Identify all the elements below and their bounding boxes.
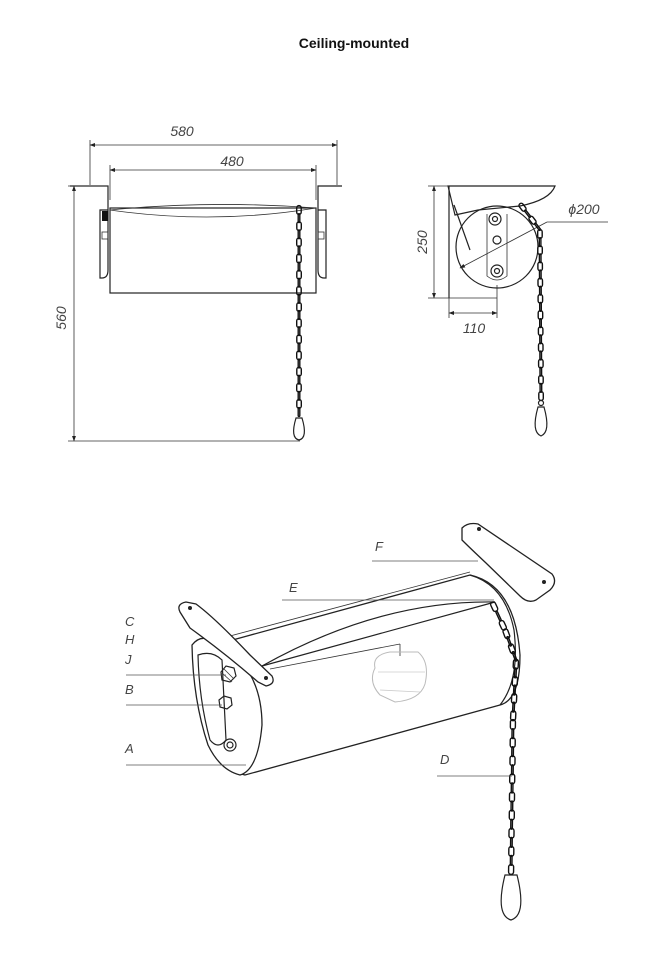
axle-hole-icon: [223, 738, 237, 752]
dimension-inner-width: 480: [220, 153, 244, 169]
chain-link: [509, 836, 513, 848]
label-f: F: [375, 539, 384, 554]
dimension-height: 560: [53, 306, 69, 330]
drum-right-end: [469, 574, 516, 706]
chain-ring-icon: [537, 399, 545, 407]
bracket-hole-icon: [542, 580, 546, 584]
chain-link: [502, 628, 511, 640]
chain-link: [296, 269, 303, 280]
label-h: H: [125, 632, 135, 647]
chain-link: [510, 692, 518, 705]
side-pull-handle-icon: [534, 406, 548, 437]
side-pull-chain: [518, 202, 545, 402]
dimension-depth: 110: [463, 320, 486, 336]
page-title: Ceiling-mounted: [299, 35, 409, 51]
chain-link: [511, 746, 515, 758]
iso-pull-handle-icon: [500, 874, 522, 921]
chain-link: [511, 728, 515, 740]
drum-slot-curve: [109, 207, 317, 218]
chain-link: [507, 863, 515, 876]
chain-link: [513, 667, 518, 679]
chain-link: [296, 301, 302, 313]
inner-roll-detail: [378, 671, 425, 693]
left-nut-icon: [101, 231, 109, 240]
dimension-outer-width: 580: [170, 123, 194, 139]
chain-link: [509, 710, 517, 722]
front-view: 580 480 560: [53, 123, 342, 442]
left-bolt-icon: [102, 211, 108, 221]
label-b: B: [125, 682, 134, 697]
bracket-hole-icon: [264, 676, 268, 680]
lower-pin-hole: [493, 267, 501, 275]
chain-link: [508, 827, 515, 839]
ceiling-bracket: [70, 185, 342, 204]
chain-link: [510, 818, 514, 830]
chain-link: [510, 800, 514, 812]
chain-link: [498, 619, 508, 631]
isometric-view: F E C H J B A D: [124, 522, 556, 921]
drum-slot-lower: [261, 601, 496, 667]
right-nut-icon: [317, 231, 325, 240]
side-bracket: [447, 185, 556, 216]
chain-link: [510, 782, 514, 794]
chain-link: [509, 718, 517, 731]
upper-pin-icon: [488, 212, 502, 226]
chain-link: [296, 334, 302, 345]
chain-link: [512, 684, 517, 696]
upper-pin-hole: [491, 215, 499, 223]
inner-roll-icon: [371, 651, 427, 703]
left-side-arm: [197, 652, 227, 746]
drum-slot-curve: [109, 204, 317, 211]
iso-pull-chain: [489, 601, 520, 876]
left-side-plate: [99, 204, 109, 279]
chain-link: [297, 374, 301, 385]
chain-link: [508, 845, 515, 857]
nut-b-icon: [218, 695, 233, 710]
chain-link: [506, 635, 513, 647]
side-view: ϕ200 250 110: [414, 185, 608, 437]
chain-link: [508, 791, 516, 803]
chain-link: [509, 854, 513, 866]
chain-link: [512, 658, 520, 670]
pull-chain: [295, 204, 303, 418]
label-d: D: [440, 752, 449, 767]
chain-link: [511, 675, 519, 688]
chain-link: [511, 701, 516, 713]
drum-slot-upper: [261, 601, 496, 667]
dimension-diameter: ϕ200: [568, 201, 599, 217]
chain-link: [508, 773, 516, 785]
chain-link: [509, 755, 516, 767]
thread-line: [221, 672, 233, 683]
lower-pin-icon: [490, 264, 504, 278]
chain-link: [507, 643, 516, 655]
drum-body: [109, 207, 317, 294]
diameter-leader: [459, 221, 548, 269]
bracket-hole-icon: [188, 606, 192, 610]
label-a: A: [124, 741, 134, 756]
side-arm-line: [453, 204, 471, 251]
right-side-plate: [317, 204, 327, 279]
chain-link: [509, 737, 516, 749]
chain-link: [297, 406, 301, 418]
mid-pin-icon: [492, 235, 502, 245]
drum-top-edge: [214, 571, 471, 641]
right-ceiling-bracket: [461, 522, 556, 602]
pull-handle-icon: [293, 417, 305, 441]
chain-link: [511, 650, 518, 662]
axle-hole-inner: [226, 741, 234, 749]
side-link-plate: [486, 214, 508, 281]
bracket-hole-icon: [477, 527, 481, 531]
drum-slot-inner: [269, 643, 401, 670]
label-c: C: [125, 614, 135, 629]
thread-line: [223, 668, 235, 680]
label-j: J: [124, 652, 132, 667]
dimension-side-height: 250: [414, 230, 430, 255]
label-e: E: [289, 580, 298, 595]
chain-link: [297, 229, 301, 240]
nut-j-icon: [220, 665, 237, 683]
left-ceiling-bracket: [178, 601, 274, 687]
